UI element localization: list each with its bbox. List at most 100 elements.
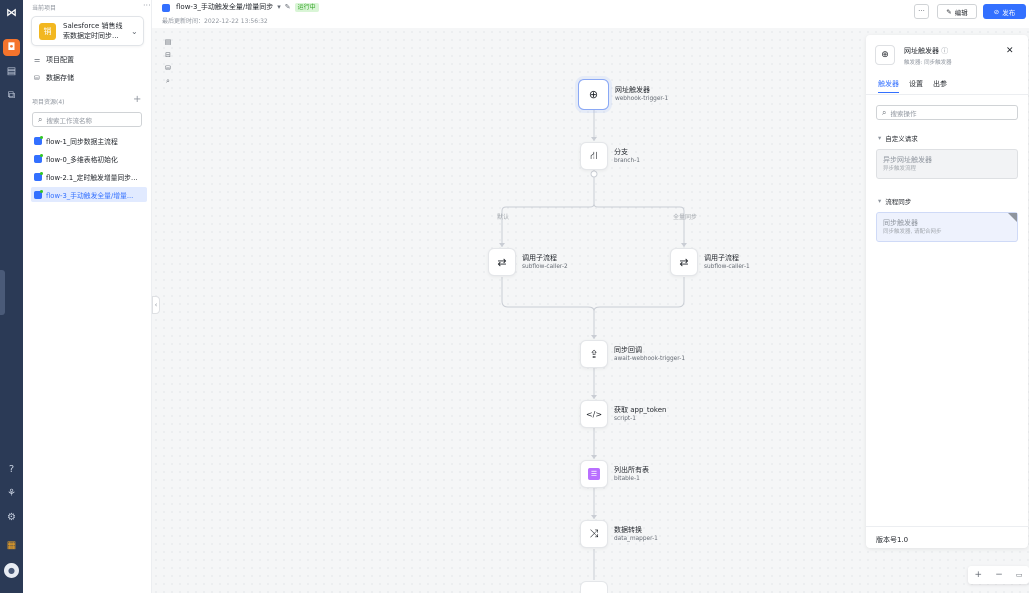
flow-icon	[34, 189, 43, 199]
zoom-in-button[interactable]: +	[974, 570, 983, 580]
project-selector[interactable]: 销 Salesforce 销售线索数据定时同步... ⌄	[31, 16, 144, 46]
divider	[866, 526, 1028, 527]
nav-connector-icon[interactable]: ⧉	[7, 90, 16, 101]
publish-button[interactable]: ⊘ 发布	[983, 4, 1026, 19]
search-icon: ⌕	[882, 107, 887, 117]
node-subtitle: subflow-caller-2	[522, 263, 568, 270]
option-desc: 同步触发器, 请配合网步	[883, 229, 942, 235]
close-icon[interactable]: ✕	[1006, 46, 1014, 56]
publish-label: 发布	[1002, 8, 1016, 17]
node-title: 分支	[614, 147, 628, 156]
app-logo-icon[interactable]: ⋈	[6, 6, 17, 19]
edge-label-default: 默认	[497, 214, 510, 221]
node-await-webhook[interactable]: ⇪ 同步回调 await-webhook-trigger-1	[580, 340, 685, 368]
flow-search-input[interactable]: ⌕ 搜索工作流名称	[32, 112, 142, 127]
project-icon: 销	[39, 23, 56, 40]
edge-label-full-sync: 全量同步	[673, 214, 698, 221]
node-subtitle: subflow-caller-1	[704, 263, 750, 270]
shuffle-icon: ⤨	[580, 520, 608, 548]
flow-label: flow-1_同步数据主流程	[46, 137, 118, 146]
flow-icon	[34, 135, 43, 145]
nav-home-icon[interactable]: ◘	[3, 39, 20, 56]
search-icon[interactable]: ⌕	[166, 77, 170, 85]
trigger-option-sync-selected[interactable]: 同步触发器 同步触发器, 请配合网步	[876, 212, 1018, 242]
add-resource-button[interactable]: +	[133, 94, 142, 105]
last-modified: 最后更新时间：2022-12-22 13:56:32	[162, 18, 268, 25]
node-bitable[interactable]: ☰ 列出所有表 bitable-1	[580, 460, 649, 488]
flow-label: flow-0_多维表格初始化	[46, 155, 118, 164]
sidebar-collapse-button[interactable]: ‹	[152, 296, 160, 314]
option-desc: 异步触发流程	[883, 166, 917, 172]
flow-list-item[interactable]: flow-2.1_定时触发增量同步...	[31, 169, 147, 184]
canvas-toolbox: ▤ ⊟ ⛁ ⌕	[159, 35, 177, 99]
minimap-icon[interactable]: ▭	[1015, 571, 1023, 579]
flow-label: flow-3_手动触发全量/增量...	[46, 191, 134, 200]
tab-trigger[interactable]: 触发器	[878, 79, 899, 93]
project-sidebar: 当前项目 ··· 销 Salesforce 销售线索数据定时同步... ⌄ ⚌ …	[23, 0, 152, 593]
node-title: 同步回调	[614, 345, 642, 354]
node-title: 调用子流程	[522, 253, 557, 262]
variables-icon[interactable]: ⊟	[165, 51, 171, 59]
edit-pencil-icon[interactable]: ✎	[284, 3, 291, 11]
trigger-option-async[interactable]: 异步网址触发器 异步触发流程	[876, 149, 1018, 179]
flow-list-item[interactable]: flow-0_多维表格初始化	[31, 151, 147, 166]
chevron-down-icon[interactable]: ▾	[277, 3, 281, 11]
node-webhook-trigger[interactable]: ⊕ 网址触发器 webhook-trigger-1	[578, 79, 668, 110]
resources-heading: 项目资源(4)	[32, 99, 65, 106]
node-subflow-caller-1[interactable]: ⇄ 调用子流程 subflow-caller-1	[670, 248, 750, 276]
menu-data-storage[interactable]: ⛁ 数据存储	[34, 73, 74, 83]
flow-icon	[162, 4, 170, 12]
help-icon[interactable]: ⓘ	[941, 47, 949, 55]
more-button[interactable]: ···	[914, 4, 929, 19]
outline-icon[interactable]: ▤	[164, 38, 172, 46]
node-subtitle: branch-1	[614, 157, 640, 164]
flow-list-item-active[interactable]: flow-3_手动触发全量/增量...	[31, 187, 147, 202]
project-more-button[interactable]: ···	[143, 1, 151, 10]
group-label: 流程同步	[885, 198, 912, 206]
caret-down-icon: ▾	[878, 197, 882, 205]
nav-doc-icon[interactable]: ▤	[6, 66, 17, 77]
node-config-panel: ⊕ 网址触发器 ⓘ 触发器: 同步触发器 ✕ 触发器 设置 出参 ⌕ 搜索操作 …	[866, 35, 1028, 548]
node-subtitle: script-1	[614, 415, 636, 422]
zoom-out-button[interactable]: −	[995, 570, 1003, 580]
tab-settings[interactable]: 设置	[909, 80, 923, 88]
globe-icon: ⊕	[578, 79, 609, 110]
node-subflow-caller-2[interactable]: ⇄ 调用子流程 subflow-caller-2	[488, 248, 568, 276]
version-label: 版本号1.0	[876, 536, 909, 544]
edit-button[interactable]: ✎ 编辑	[937, 4, 977, 19]
data-storage-icon: ⛁	[34, 74, 40, 82]
database-icon[interactable]: ⛁	[165, 64, 171, 72]
node-data-mapper[interactable]: ⤨ 数据转换 data_mapper-1	[580, 520, 658, 548]
rail-side-tab[interactable]	[0, 270, 5, 315]
node-branch[interactable]: ⛙ 分支 branch-1	[580, 142, 640, 170]
node-script[interactable]: </> 获取 app_token script-1	[580, 400, 666, 428]
plugin-icon[interactable]: ⚘	[7, 488, 16, 499]
node-subtitle: data_mapper-1	[614, 535, 658, 542]
menu-project-config[interactable]: ⚌ 项目配置	[34, 55, 74, 65]
apps-grid-icon[interactable]: ▦	[6, 540, 17, 551]
group-flow-sync[interactable]: ▾ 流程同步	[878, 196, 911, 206]
node-title: 获取 app_token	[614, 405, 667, 414]
flow-title[interactable]: flow-3_手动触发全量/增量同步	[176, 3, 274, 11]
node-subtitle: bitable-1	[614, 475, 640, 482]
status-badge: 运行中	[294, 2, 319, 12]
node-title: 网址触发器	[615, 86, 650, 94]
pencil-icon: ✎	[946, 7, 952, 16]
help-icon[interactable]: ?	[8, 464, 15, 475]
node-subtitle: webhook-trigger-1	[615, 96, 669, 102]
globe-icon: ⊕	[875, 45, 895, 65]
chevron-down-icon: ⌄	[131, 27, 138, 36]
settings-gear-icon[interactable]: ⚙	[7, 512, 16, 523]
code-icon: </>	[580, 400, 608, 428]
selected-corner-marker	[1008, 213, 1017, 222]
table-icon: ☰	[580, 460, 608, 488]
tab-output[interactable]: 出参	[933, 80, 947, 88]
flow-list-item[interactable]: flow-1_同步数据主流程	[31, 133, 147, 148]
node-partial[interactable]	[580, 581, 608, 593]
caret-down-icon: ▾	[878, 134, 882, 142]
avatar[interactable]: ●	[4, 563, 19, 578]
action-search-input[interactable]: ⌕ 搜索操作	[876, 105, 1018, 120]
group-custom-request[interactable]: ▾ 自定义请求	[878, 133, 918, 143]
option-title: 异步网址触发器	[883, 156, 932, 164]
node-subtitle: await-webhook-trigger-1	[614, 355, 686, 362]
